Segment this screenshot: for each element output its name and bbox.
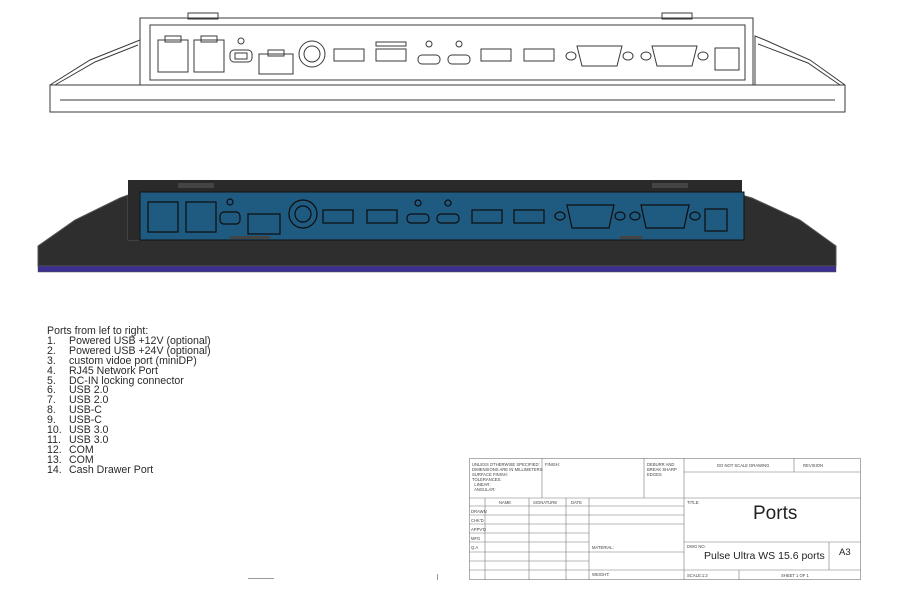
revision-label: REVISION	[803, 463, 824, 468]
ports-list-item: 8. USB-C	[47, 404, 211, 417]
ports-list-label: USB 2.0	[69, 384, 109, 397]
top-line-drawing	[49, 12, 846, 113]
ports-legend: Ports from lef to right: 1. Powered USB +…	[47, 325, 211, 476]
ports-list-label: USB 2.0	[69, 394, 109, 407]
ports-list-label: USB 3.0	[69, 424, 109, 437]
ports-list-item: 10. USB 3.0	[47, 424, 211, 437]
ports-list-label: Cash Drawer Port	[69, 463, 154, 476]
title-label: TITLE:	[687, 500, 700, 505]
title-block: UNLESS OTHERWISE SPECIFIED: DIMENSIONS A…	[469, 458, 861, 580]
ports-list-item: 7. USB 2.0	[47, 394, 211, 407]
drawing-title: Ports	[753, 503, 798, 524]
finish-label: FINISH:	[545, 462, 560, 467]
port-usbc-a	[417, 54, 441, 65]
ports-list-label: COM	[69, 453, 94, 466]
ports-list-label: RJ45 Network Port	[69, 364, 158, 377]
ports-list-item: 14. Cash Drawer Port	[47, 463, 211, 476]
port-com-b	[651, 45, 698, 67]
ports-list-label: custom vidoe port (miniDP)	[69, 354, 197, 367]
port-rj45	[258, 53, 294, 75]
col-date-label: DATE	[571, 500, 582, 505]
ports-list-number: 5.	[47, 374, 56, 387]
ports-list-label: DC-IN locking connector	[69, 374, 184, 387]
port-com-a	[576, 45, 623, 67]
rendered-port-row	[147, 198, 728, 235]
ports-list-label: USB-C	[69, 404, 102, 417]
scale-label: SCALE:1:2	[687, 573, 708, 578]
ports-list-label: COM	[69, 443, 94, 456]
ports-list-item: 13. COM	[47, 453, 211, 466]
ports-list-number: 1.	[47, 334, 56, 347]
port-usb3-a	[480, 48, 512, 62]
ports-list-number: 4.	[47, 364, 56, 377]
port-usbc-b	[447, 54, 471, 65]
sheet-size: A3	[839, 547, 851, 558]
row-appvd-label: APPV'D	[471, 527, 486, 532]
ports-list-number: 7.	[47, 394, 56, 407]
ports-list-item: 1. Powered USB +12V (optional)	[47, 334, 211, 347]
ports-list-item: 9. USB-C	[47, 414, 211, 427]
ports-list-number: 13.	[47, 453, 62, 466]
deburr-note: DEBURR AND BREAK SHARP EDGES	[647, 462, 677, 477]
row-mfg-label: MFG	[471, 536, 481, 541]
ports-list-label: USB 3.0	[69, 433, 109, 446]
ports-legend-heading: Ports from lef to right:	[47, 325, 149, 337]
ports-list-item: 11. USB 3.0	[47, 433, 211, 446]
drawing-number: Pulse Ultra WS 15.6 ports	[704, 550, 825, 562]
row-chkd-label: CHK'D	[471, 518, 484, 523]
ports-list-item: 3. custom vidoe port (miniDP)	[47, 354, 211, 367]
title-block-grid	[469, 458, 861, 580]
do-not-scale-note: DO NOT SCALE DRAWING	[717, 463, 770, 468]
ports-list-number: 14.	[47, 463, 62, 476]
port-cash-drawer	[714, 47, 740, 71]
ports-list-number: 8.	[47, 404, 56, 417]
ports-list-item: 5. DC-IN locking connector	[47, 374, 211, 387]
weight-label: WEIGHT:	[592, 572, 610, 577]
tolerance-notes: UNLESS OTHERWISE SPECIFIED: DIMENSIONS A…	[472, 462, 543, 492]
row-qa-label: Q.A	[471, 545, 479, 550]
ports-list-label: USB-C	[69, 414, 102, 427]
ports-list-number: 11.	[47, 433, 61, 446]
port-usb-24v	[193, 39, 225, 73]
col-name-label: NAME	[499, 500, 512, 505]
ports-list-item: 6. USB 2.0	[47, 384, 211, 397]
ports-list-label: Powered USB +12V (optional)	[69, 334, 211, 347]
port-usb-12v	[157, 39, 189, 73]
rendered-view	[37, 180, 837, 273]
port-dc-in	[298, 40, 326, 68]
ports-list-number: 6.	[47, 384, 56, 397]
port-minidp	[229, 49, 253, 63]
dwg-no-label: DWG NO.	[687, 544, 706, 549]
ports-list-item: 4. RJ45 Network Port	[47, 364, 211, 377]
ports-list-number: 2.	[47, 344, 56, 357]
port-usb3-b	[523, 48, 555, 62]
ports-list-item: 12. COM	[47, 443, 211, 456]
margin-mark	[437, 574, 438, 580]
ports-list-number: 10.	[47, 424, 62, 437]
ports-list-number: 12.	[47, 443, 62, 456]
material-label: MATERIAL:	[592, 545, 614, 550]
port-usb2-a	[333, 48, 365, 62]
margin-mark	[248, 578, 274, 579]
ports-list: 1. Powered USB +12V (optional) 2. Powered U…	[47, 334, 211, 476]
top-port-row	[157, 35, 740, 75]
ports-list-item: 2. Powered USB +24V (optional)	[47, 344, 211, 357]
col-signature-label: SIGNATURE	[533, 500, 558, 505]
sheet-number: SHEET 1 OF 1	[781, 573, 809, 578]
ports-list-number: 9.	[47, 414, 56, 427]
port-usb2-b	[375, 48, 407, 62]
ports-list-number: 3.	[47, 354, 56, 367]
ports-list-label: Powered USB +24V (optional)	[69, 344, 211, 357]
row-drawn-label: DRAWN	[471, 509, 487, 514]
